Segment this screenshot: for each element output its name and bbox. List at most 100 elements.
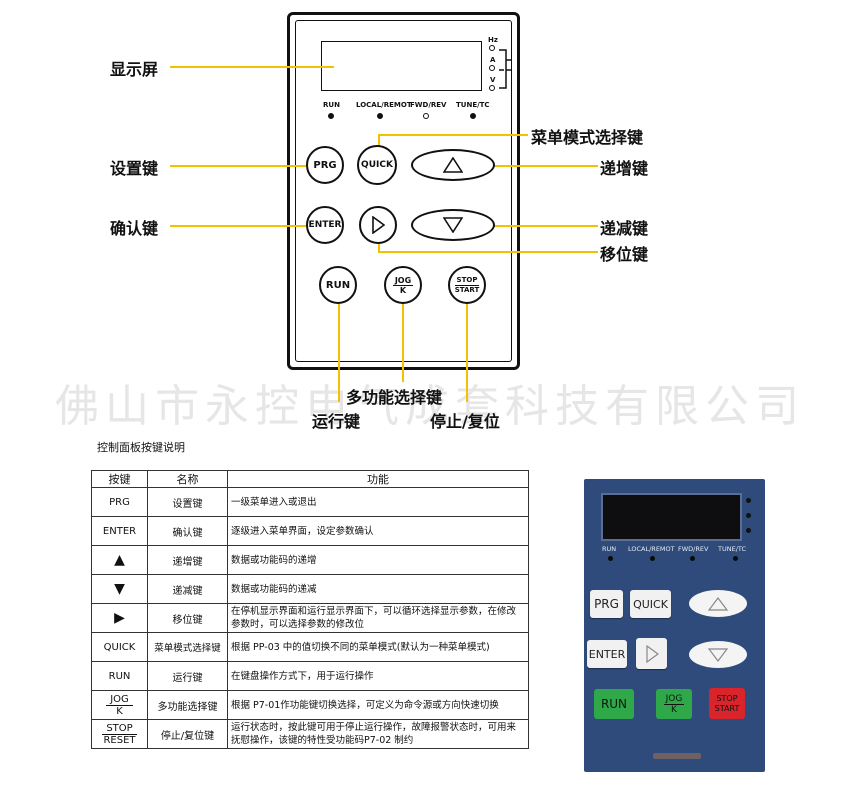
unit-bracket	[499, 49, 511, 89]
photo-indicator-local-remot-led	[650, 556, 655, 561]
callout-confirm: 确认键	[110, 219, 159, 238]
callout-line-confirm	[170, 225, 322, 227]
stop-key-top: STOP	[454, 275, 480, 286]
photo-indicator-run: RUN	[602, 545, 617, 553]
key-function-table: 按键 名称 功能 PRG 设置键 一级菜单进入或退出 ENTER 确认键 逐级进…	[91, 470, 529, 749]
cell-function: 运行状态时，按此键可用于停止运行操作，故障报警状态时，可用来抚慰操作，该键的特性…	[227, 719, 529, 749]
table-row: QUICK 菜单模式选择键 根据 PP-03 中的值切换不同的菜单模式(默认为一…	[91, 632, 529, 662]
unit-v-led	[489, 85, 495, 91]
decrement-key[interactable]	[411, 209, 495, 241]
cell-key-bottom: RESET	[103, 734, 136, 746]
header-function: 功能	[227, 470, 529, 488]
prg-key[interactable]: PRG	[306, 146, 344, 184]
header-key: 按键	[91, 470, 148, 488]
callout-setting: 设置键	[110, 159, 159, 178]
indicator-local-remot-label: LOCAL/REMOT	[356, 101, 412, 109]
photo-jog-key-bottom: K	[671, 704, 677, 715]
enter-key[interactable]: ENTER	[306, 206, 344, 244]
table-row: ▼ 递减键 数据或功能码的递减	[91, 574, 529, 604]
photo-indicator-fwd-rev-led	[690, 556, 695, 561]
unit-hz: Hz	[488, 36, 498, 44]
photo-indicator-tune-tc: TUNE/TC	[718, 545, 747, 553]
run-key[interactable]: RUN	[319, 266, 357, 304]
callout-stop-reset: 停止/复位	[430, 412, 500, 431]
callout-line-decrement	[470, 225, 598, 227]
table-row: PRG 设置键 一级菜单进入或退出	[91, 487, 529, 517]
indicator-run-led	[328, 113, 334, 119]
callout-run: 运行键	[312, 412, 361, 431]
photo-run-key[interactable]: RUN	[594, 689, 634, 719]
quick-key[interactable]: QUICK	[357, 145, 397, 185]
callout-line-stop	[466, 290, 468, 402]
callout-line-multi	[402, 290, 404, 382]
cell-key: ▲	[91, 545, 148, 575]
triangle-up-icon	[443, 157, 463, 173]
cell-key-top: STOP	[102, 723, 137, 735]
cell-key-top: JOG	[106, 694, 133, 706]
shift-key[interactable]	[359, 206, 397, 244]
photo-increment-key[interactable]	[689, 590, 747, 617]
callout-display: 显示屏	[110, 60, 159, 79]
photo-quick-key[interactable]: QUICK	[630, 590, 671, 618]
cell-name: 确认键	[147, 516, 228, 546]
table-row: ENTER 确认键 逐级进入菜单界面，设定参数确认	[91, 516, 529, 546]
cell-name: 多功能选择键	[147, 690, 228, 720]
photo-stop-key-bottom: START	[714, 703, 740, 713]
photo-decrement-key[interactable]	[689, 641, 747, 668]
cell-name: 递减键	[147, 574, 228, 604]
cell-key: RUN	[91, 661, 148, 691]
callout-menu-mode: 菜单模式选择键	[531, 128, 644, 147]
cell-key-bottom: K	[116, 705, 123, 717]
unit-v: V	[490, 76, 496, 84]
photo-stop-key-top: STOP	[716, 693, 738, 703]
callout-multi-function: 多功能选择键	[346, 388, 443, 407]
jog-key-top: JOG	[392, 275, 414, 286]
indicator-local-remot-led	[377, 113, 383, 119]
unit-a-led	[489, 65, 495, 71]
cell-name: 递增键	[147, 545, 228, 575]
cell-name: 设置键	[147, 487, 228, 517]
callout-increment: 递增键	[600, 159, 649, 178]
photo-enter-key[interactable]: ENTER	[587, 640, 627, 668]
increment-key[interactable]	[411, 149, 495, 181]
photo-indicator-local-remot: LOCAL/REMOT	[628, 545, 675, 553]
cell-function: 一级菜单进入或退出	[227, 487, 529, 517]
header-name: 名称	[147, 470, 228, 488]
cell-name: 停止/复位键	[147, 719, 228, 749]
display-screen	[321, 41, 482, 91]
photo-brand-mark	[653, 753, 701, 759]
table-row: ▲ 递增键 数据或功能码的递增	[91, 545, 529, 575]
indicator-tune-tc-led	[470, 113, 476, 119]
cell-key: QUICK	[91, 632, 148, 662]
cell-function: 根据 P7-01作功能键切换选择，可定义为命令源或方向快速切换	[227, 690, 529, 720]
photo-prg-key[interactable]: PRG	[590, 590, 623, 618]
cell-key: ENTER	[91, 516, 148, 546]
unit-hz-led	[489, 45, 495, 51]
triangle-right-icon	[645, 644, 659, 663]
watermark: 佛山市永控电气成套科技有限公司	[55, 381, 805, 432]
callout-line-setting	[170, 165, 322, 167]
cell-key: ▼	[91, 574, 148, 604]
stop-key-bottom: START	[454, 285, 480, 294]
triangle-up-icon	[708, 596, 728, 611]
triangle-down-icon	[443, 217, 463, 233]
cell-function: 数据或功能码的递减	[227, 574, 529, 604]
cell-function: 数据或功能码的递增	[227, 545, 529, 575]
cell-name: 菜单模式选择键	[147, 632, 228, 662]
indicator-tune-tc-label: TUNE/TC	[456, 101, 490, 109]
photo-display-screen	[601, 493, 742, 541]
photo-unit-led-2	[746, 513, 751, 518]
triangle-down-icon	[708, 647, 728, 662]
cell-function: 在停机显示界面和运行显示界面下，可以循环选择显示参数，在修改参数时，可以选择参数…	[227, 603, 529, 633]
callout-shift: 移位键	[600, 245, 649, 264]
callout-decrement: 递减键	[600, 219, 649, 238]
photo-shift-key[interactable]	[636, 638, 667, 669]
